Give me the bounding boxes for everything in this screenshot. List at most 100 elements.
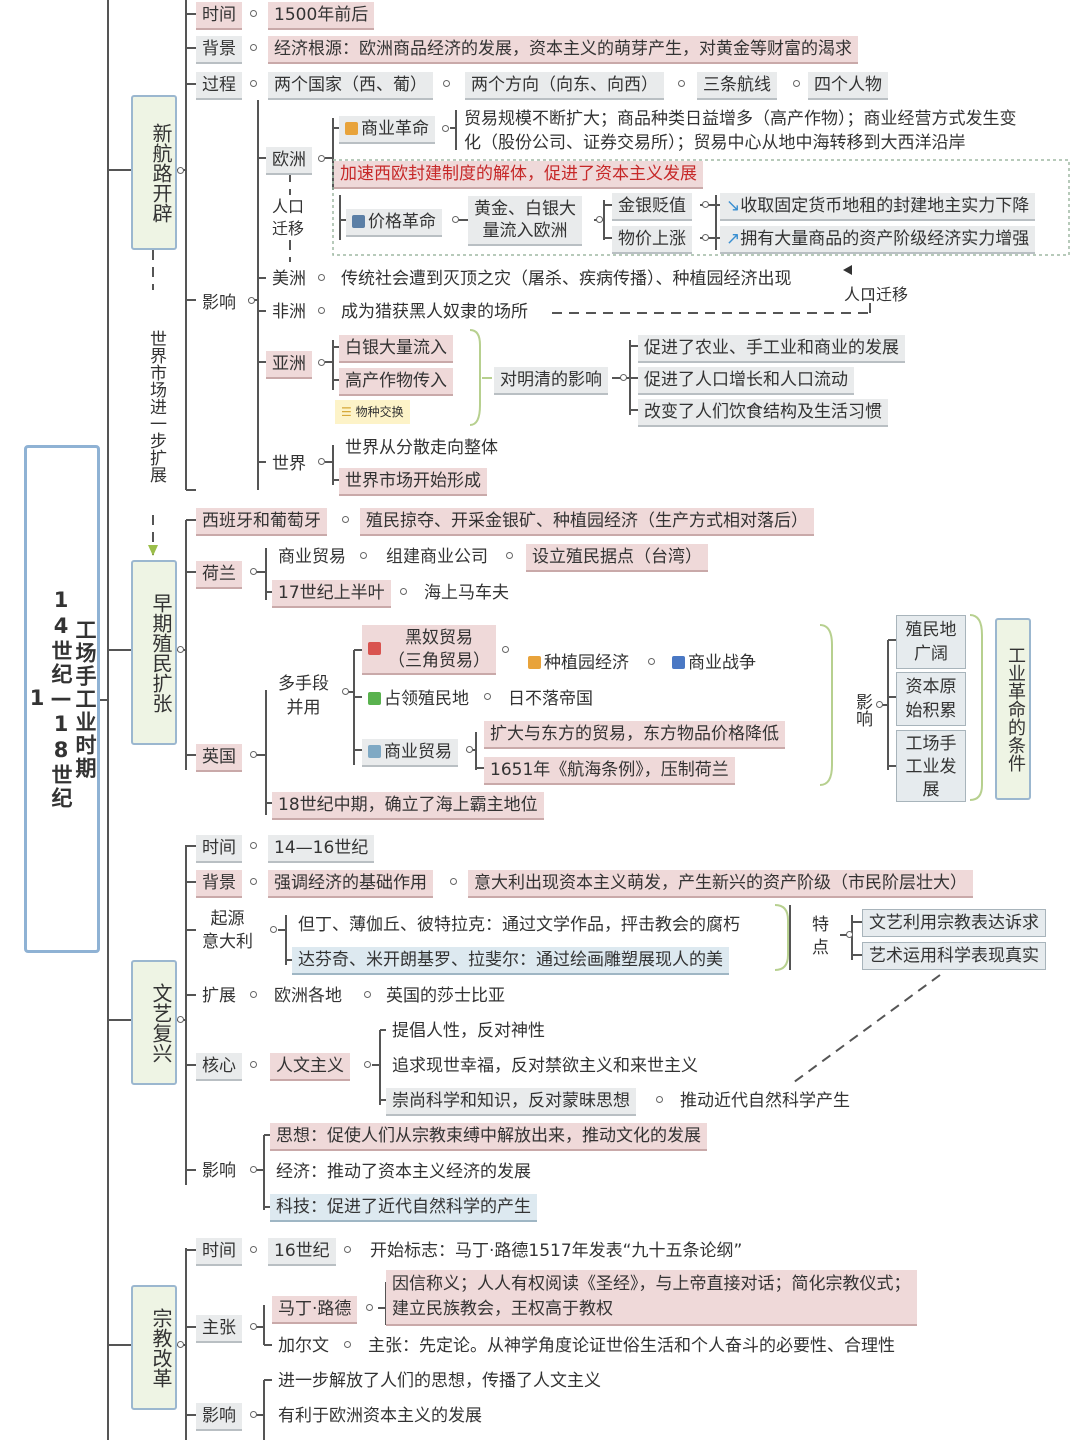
connector-dot [366, 1304, 373, 1311]
s2-hegemony: 18世纪中期，确立了海上霸主地位 [272, 792, 544, 820]
s1-africa-value: 成为猎获黑人奴隶的场所 [341, 302, 528, 322]
s2-spain: 西班牙和葡萄牙 [196, 508, 327, 536]
connector-dot [656, 1096, 663, 1103]
s4-luther-claims: 因信称义；人人有权阅读《圣经》，与上帝直接对话；简化宗教仪式；建立民族教会，王权… [386, 1270, 917, 1326]
s1-bg-label: 背景 [196, 36, 242, 64]
s3-bg-label: 背景 [196, 870, 242, 898]
s1-asia-impact-label: 对明清的影响 [494, 367, 608, 395]
connector-dot [250, 568, 257, 575]
s3-core-item: 追求现世幸福，反对禁欲主义和来世主义 [392, 1056, 698, 1076]
s1-time-label: 时间 [196, 2, 242, 30]
connector-dot [702, 234, 709, 241]
s1-asia-impact: 促进了人口增长和人口流动 [638, 367, 854, 395]
orange-tag-icon [345, 122, 358, 135]
s1-asia-item: 高产作物传入 [339, 368, 453, 396]
s1-europe-effect: 加速西欧封建制度的解体，促进了资本主义发展 [334, 161, 703, 189]
s1-world-item: 世界从分散走向整体 [345, 438, 498, 458]
s3-feature-item: 文艺利用宗教表达诉求 [862, 909, 1046, 937]
connector-dot [506, 552, 513, 559]
connector-dot [678, 80, 685, 87]
connector-dot [400, 588, 407, 595]
s2-impact: 工场手工业发展 [896, 730, 966, 802]
s4-impact: 有利于欧洲资本主义的发展 [278, 1406, 482, 1426]
asia-note-text: 物种交换 [355, 405, 404, 419]
green-tag-icon [368, 692, 381, 705]
connector-dot [344, 1341, 351, 1348]
s4-claim-label: 主张 [196, 1315, 242, 1343]
connector-dot [846, 931, 853, 938]
connector-dot [450, 878, 457, 885]
s1-gold-silver: 黄金、白银大量流入欧洲 [468, 196, 582, 246]
s1-migration-note: 人口迁移 [844, 285, 909, 304]
war-text: 商业战争 [688, 653, 756, 673]
occupy-text: 占领殖民地 [384, 689, 469, 709]
connector-dot [250, 842, 257, 849]
s1-asia-impact: 改变了人们饮食结构及生活习惯 [638, 399, 888, 427]
s2-britain: 英国 [196, 744, 242, 772]
connector-dot [364, 991, 371, 998]
s3-impact: 经济：推动了资本主义经济的发展 [276, 1162, 531, 1182]
trade-text: 商业贸易 [384, 742, 452, 762]
connector-dot [250, 1323, 257, 1330]
connector-dot [702, 201, 709, 208]
s1-commercial-revolution-label: 商业革命 [361, 119, 429, 139]
s1-asia-impact: 促进了农业、手工业和商业的发展 [638, 335, 905, 363]
s4-calvin-value: 主张：先定论。从神学角度论证世俗生活和个人奋斗的必要性、合理性 [368, 1336, 895, 1356]
s1-impact-label: 影响 [202, 293, 236, 313]
plantation-text: 种植园经济 [544, 653, 629, 673]
s1-commercial-rev-desc: 贸易规模不断扩大；商品种类日益增多（高产作物）；商业经营方式发生变化（股份公司、… [458, 105, 1023, 157]
s2-trade-item: 扩大与东方的贸易，东方物品价格降低 [484, 721, 785, 749]
s3-impact-label: 影响 [202, 1161, 236, 1181]
s2-slave-trade: 黑奴贸易（三角贸易） [362, 625, 496, 675]
topic-renaissance: 文艺复兴 [131, 960, 177, 1085]
connector-dot [250, 1061, 257, 1068]
s3-origin-item: 但丁、薄伽丘、彼特拉克：通过文学作品，抨击教会的腐朽 [298, 915, 740, 935]
connector-dot [250, 10, 257, 17]
s3-core-science: 推动近代自然科学产生 [680, 1091, 850, 1111]
s1-process-item: 两个国家（西、葡） [268, 72, 433, 100]
arrow-label-world-market: 世界市场进一步扩展 [146, 329, 166, 483]
s3-core-item: 崇尚科学和知识，反对蒙昧思想 [386, 1088, 636, 1116]
s1-bg-value: 经济根源：欧洲商品经济的发展，资本主义的萌芽产生，对黄金等财富的渴求 [268, 36, 858, 64]
s2-trade: 商业贸易 [362, 739, 458, 767]
s1-europe: 欧洲 [266, 147, 312, 175]
s1-america-value: 传统社会遭到灭顶之灾（屠杀、疾病传播）、种植园经济出现 [341, 269, 792, 289]
connector-dot [250, 991, 257, 998]
s3-origin-item: 达芬奇、米开朗基罗、拉斐尔：通过绘画雕塑展现人的美 [292, 947, 729, 975]
connector-dot [364, 1061, 371, 1068]
s4-time-value: 16世纪 [268, 1238, 336, 1266]
connector-dot [442, 125, 449, 132]
connector-dot [250, 1411, 257, 1418]
gold-line: 黄金、白银大 [474, 199, 576, 219]
s3-feature: 特 点 [812, 915, 829, 958]
connector-dot [248, 297, 255, 304]
s2-holland-trade: 商业贸易 [278, 547, 346, 567]
luther-line: 建立民族教会，王权高于教权 [392, 1299, 613, 1319]
s1-world: 世界 [272, 454, 306, 474]
connector-dot [177, 1341, 184, 1348]
connector-dot [318, 359, 325, 366]
connector-dot [443, 80, 450, 87]
s1-devalue: 金银贬值 [612, 193, 692, 221]
root-range: 14世纪—18世纪 [49, 588, 73, 810]
connector-dot [250, 80, 257, 87]
s1-price-revolution-label: 价格革命 [368, 212, 436, 232]
s3-spread-label: 扩展 [202, 986, 236, 1006]
s2-condition: 工业革命的条件 [995, 618, 1031, 800]
connector-dot [484, 693, 491, 700]
s3-feature-item: 艺术运用科学表现真实 [862, 942, 1046, 970]
s2-empire: 日不落帝国 [508, 689, 593, 709]
s4-calvin: 加尔文 [278, 1336, 329, 1356]
s3-spread2: 英国的莎士比亚 [386, 986, 505, 1006]
s4-start: 开始标志：马丁·路德1517年发表“九十五条论纲” [370, 1241, 743, 1261]
gold-line: 量流入欧洲 [482, 221, 568, 241]
s2-holland-time: 17世纪上半叶 [272, 580, 391, 608]
s1-commercial-revolution: 商业革命 [339, 116, 435, 144]
blue-tag-icon [672, 656, 685, 669]
connector-dot [648, 658, 655, 665]
s2-occupy: 占领殖民地 [362, 686, 475, 712]
s3-origin: 起源 意大利 [202, 909, 253, 952]
s1-devalue-effect: ↘收取固定货币地租的封建地主实力下降 [720, 193, 1036, 221]
s4-impact-label: 影响 [196, 1403, 242, 1431]
connector-dot [360, 552, 367, 559]
